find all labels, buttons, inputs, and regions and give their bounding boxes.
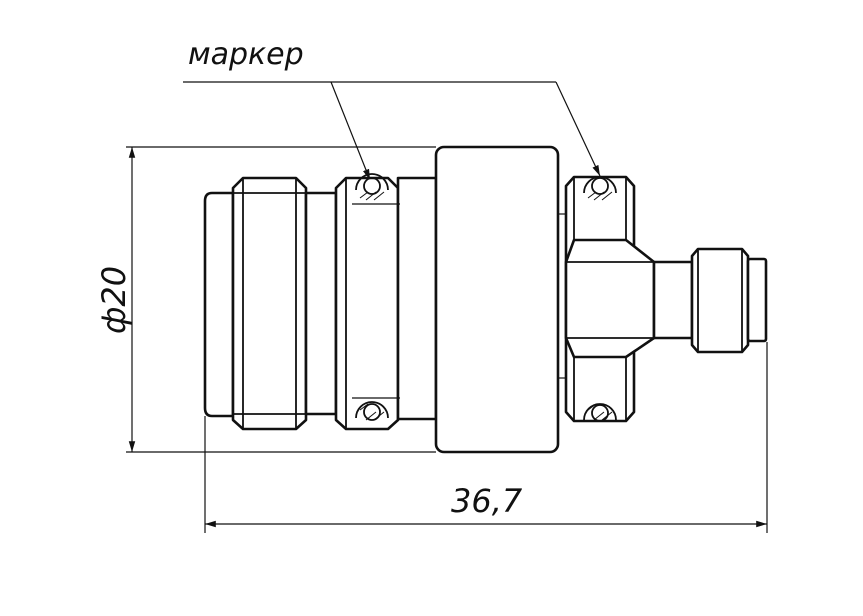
length-label: 36,7	[451, 482, 523, 520]
marker-leader: маркер	[183, 37, 601, 181]
marker-label: маркер	[188, 37, 304, 72]
left-connector-nut	[203, 176, 338, 431]
marker-hole-upper-left	[355, 173, 389, 201]
right-hex-nut	[564, 175, 656, 423]
marker-hole-lower-left	[355, 401, 389, 421]
central-body	[434, 145, 566, 454]
right-sma-connector	[652, 247, 768, 354]
diameter-label: ф20	[95, 266, 133, 334]
marker-hole-upper-right	[583, 176, 617, 201]
marker-hole-lower-right	[583, 403, 617, 422]
length-dimension: 36,7	[204, 342, 768, 533]
diameter-dimension: ф20	[95, 146, 436, 453]
left-body	[334, 176, 438, 431]
